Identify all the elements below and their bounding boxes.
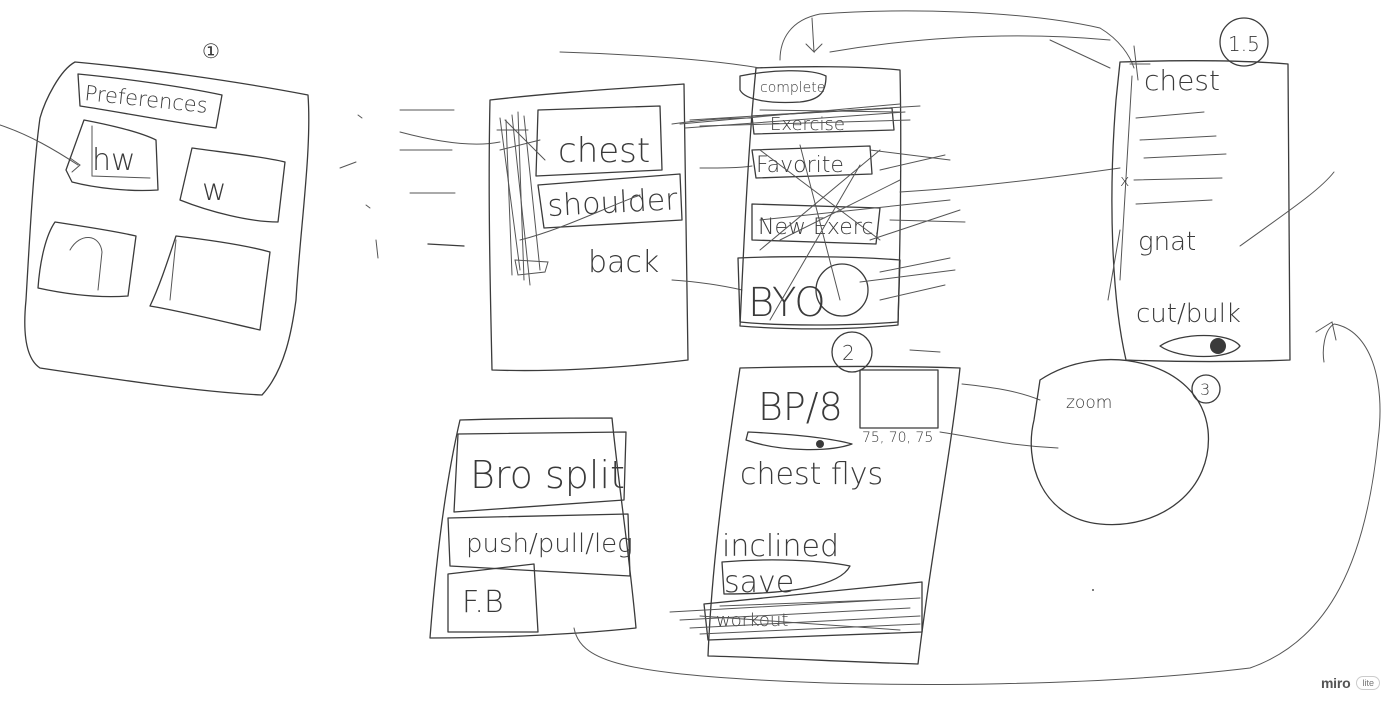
tile-label-2: w <box>202 173 227 208</box>
chest-detail-title: chest <box>1144 64 1220 97</box>
plan-badge: lite <box>1356 676 1380 690</box>
workout-entry-frame: 2 BP/8 75, 70, 75 chest flys inclined sa… <box>669 331 1059 665</box>
chest-detail-frame: 1.5 chest x gnat cut/bulk <box>1107 17 1335 363</box>
zoom-label: zoom <box>1066 393 1112 413</box>
list-item-back: back <box>588 245 659 280</box>
connector-dashes <box>339 109 501 259</box>
workout-line-3: inclined <box>722 529 839 564</box>
exercise-top-label: complete <box>760 80 825 96</box>
exercise-item-2: Favorite <box>756 153 844 178</box>
workout-save: save <box>724 565 794 600</box>
list-item-shoulder: shoulder <box>547 182 679 224</box>
list-item-chest: chest <box>558 131 650 171</box>
chest-detail-text-2: cut/bulk <box>1136 299 1241 329</box>
workout-line-2: chest flys <box>740 457 883 492</box>
preferences-title: Preferences <box>83 81 208 118</box>
workout-scribbled-text: workout <box>716 610 788 631</box>
exercise-item-1: Exercise <box>770 114 845 135</box>
frame-number-3: 3 <box>1200 380 1210 399</box>
bodypart-list-frame: chest shoulder back <box>488 83 753 372</box>
chest-detail-lines <box>1107 75 1335 301</box>
workout-numbers: 75, 70, 75 <box>862 430 933 446</box>
workout-line-1: BP/8 <box>758 385 843 429</box>
frame-number-2: 2 <box>842 341 855 365</box>
preferences-frame: ① Preferences hw w <box>0 39 310 396</box>
zoom-callout: zoom 3 <box>1030 359 1221 526</box>
scribble-left-column <box>496 111 641 286</box>
exercise-frame: complete Exercise Favorite New Exerc. BY… <box>559 10 1135 330</box>
return-arrow <box>573 323 1381 685</box>
exercise-scribbles <box>679 103 966 321</box>
frame-number-1-5: 1.5 <box>1228 32 1260 56</box>
split-item-3: F.B <box>462 585 504 620</box>
tile-label-1: hw <box>92 143 136 178</box>
split-item-2: push/pull/leg <box>466 529 633 559</box>
miro-watermark[interactable]: miro lite <box>1321 675 1380 691</box>
split-frame: Bro split push/pull/leg F.B <box>429 417 637 639</box>
miro-logo: miro <box>1320 675 1351 691</box>
workout-scribbles <box>669 597 921 635</box>
split-item-1: Bro split <box>470 453 625 497</box>
frame-number-1: ① <box>202 39 220 63</box>
exercise-item-4: BYO <box>748 280 826 326</box>
chest-detail-cursor: x <box>1120 171 1129 190</box>
chest-detail-text-1: gnat <box>1138 227 1196 257</box>
